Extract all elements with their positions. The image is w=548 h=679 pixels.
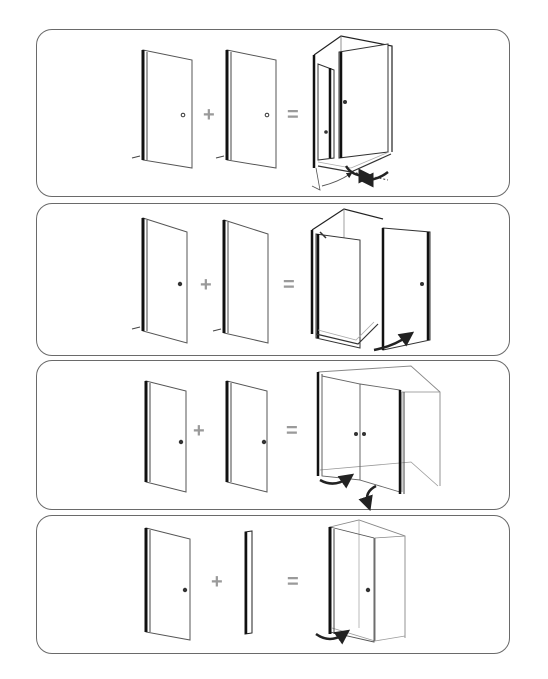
row-3: + = bbox=[144, 365, 441, 512]
equals-icon: = bbox=[286, 420, 298, 442]
swing-arrow-icon bbox=[315, 629, 351, 645]
equals-icon: = bbox=[287, 104, 299, 126]
door-panel-icon bbox=[212, 219, 269, 344]
plus-icon: + bbox=[203, 104, 215, 126]
row-1: + = bbox=[131, 35, 393, 191]
door-panel-icon bbox=[215, 49, 277, 169]
row-panel-2 bbox=[36, 203, 510, 356]
equals-icon: = bbox=[283, 274, 295, 296]
plus-icon: + bbox=[193, 420, 205, 442]
equals-icon: = bbox=[287, 571, 299, 593]
door-panel-icon bbox=[131, 217, 188, 344]
row-panel-3 bbox=[36, 360, 510, 510]
swing-arrow-icon bbox=[319, 473, 355, 489]
swing-arrow-icon bbox=[358, 484, 377, 512]
door-panel-icon bbox=[144, 527, 191, 641]
shower-enclosure-icon bbox=[316, 365, 441, 512]
shower-enclosure-icon bbox=[310, 208, 431, 352]
row-panel-4 bbox=[36, 515, 510, 654]
shower-enclosure-icon bbox=[315, 519, 406, 645]
door-panel-icon bbox=[144, 380, 187, 493]
plus-icon: + bbox=[200, 274, 212, 296]
wall-profile-icon bbox=[244, 530, 253, 635]
row-2: + = bbox=[131, 208, 431, 352]
door-panel-icon bbox=[131, 49, 193, 169]
shower-enclosure-icon bbox=[311, 35, 393, 191]
swing-arrow-icon bbox=[358, 171, 389, 188]
row-4: + = bbox=[144, 519, 406, 645]
door-panel-icon bbox=[225, 380, 268, 493]
swing-arrow-icon bbox=[373, 331, 415, 352]
plus-icon: + bbox=[211, 571, 223, 593]
